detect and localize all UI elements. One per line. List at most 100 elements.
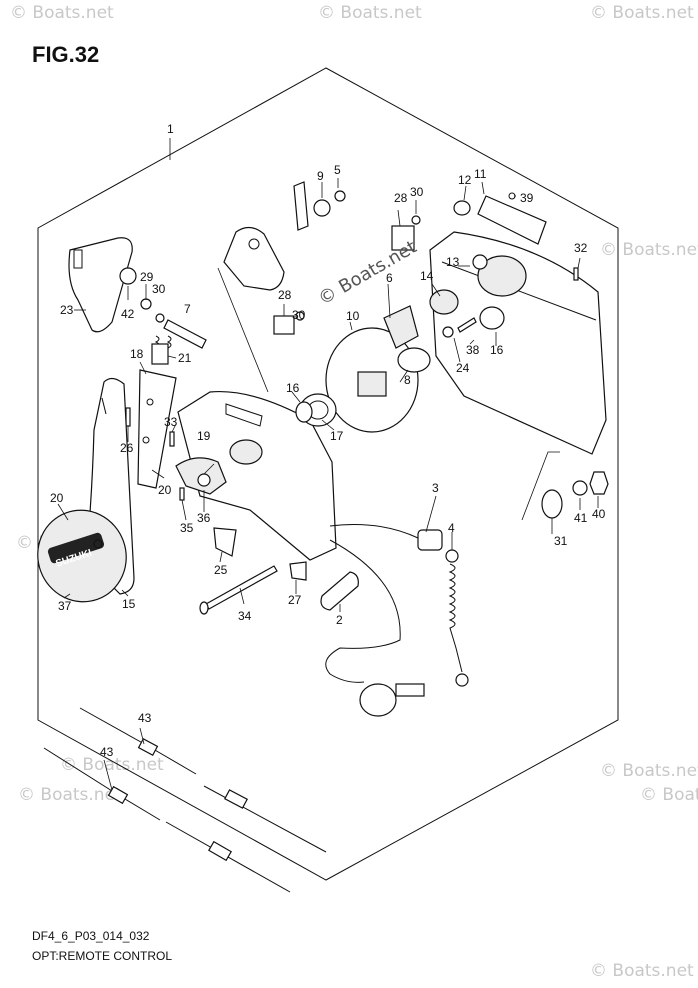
mount-parts-group <box>541 471 609 519</box>
clip-30-left <box>155 313 165 323</box>
callout-34: 34 <box>238 609 252 623</box>
callout-19: 19 <box>197 429 211 443</box>
cam-plate-boss <box>197 473 211 487</box>
washer-29 <box>140 298 152 310</box>
seal-16-left <box>295 401 313 423</box>
lever-detail <box>101 397 107 415</box>
callout-23: 23 <box>60 303 74 317</box>
trim-switch-11 <box>477 195 547 245</box>
shift-pin-9 <box>293 181 309 231</box>
callout-8: 8 <box>404 373 411 387</box>
callout-11: 11 <box>474 167 487 181</box>
bushing-9 <box>313 199 331 217</box>
bracket-28-right <box>391 225 415 251</box>
harness-group <box>325 524 469 717</box>
screw-32 <box>573 267 579 281</box>
control-housing <box>177 390 337 561</box>
housing-slot <box>225 403 263 427</box>
stop-switch-clip-4 <box>445 549 459 563</box>
lock-plate-hole-1 <box>146 398 154 406</box>
leader-38 <box>469 339 475 345</box>
harness-wire-lower <box>325 539 401 683</box>
callout-16-left: 16 <box>286 381 300 395</box>
screw-38 <box>457 317 477 333</box>
callout-41: 41 <box>574 511 588 525</box>
handle-grip <box>68 237 133 333</box>
neutral-lock-lever <box>223 226 285 291</box>
leader-link-lever <box>217 267 269 393</box>
callout-32: 32 <box>574 241 588 255</box>
cushion-31 <box>541 489 563 519</box>
control-housing-group <box>169 390 359 615</box>
leader-26 <box>219 551 223 563</box>
watermark-top-right: © Boats.net <box>590 3 694 23</box>
watermark-low-right: © Boats.net <box>600 761 698 781</box>
callout-13: 13 <box>446 255 460 269</box>
callout-43-upper: 43 <box>138 711 152 725</box>
watermark-low-right-2: © Boats.net <box>640 785 698 805</box>
leader-28-right <box>397 209 401 227</box>
cable-43-upper-b <box>203 785 327 853</box>
cable-43-lower-sleeve <box>107 785 129 805</box>
watermark-top-left: © Boats.net <box>10 3 114 23</box>
throttle-cam-hub <box>357 371 387 397</box>
leader-21 <box>151 469 165 479</box>
callout-1: 1 <box>167 122 174 136</box>
pin-7 <box>163 319 207 349</box>
remote-cables <box>43 707 327 893</box>
nut-40 <box>589 471 609 495</box>
leader-15 <box>121 589 129 597</box>
washer-41 <box>572 480 588 496</box>
callout-4: 4 <box>448 521 455 535</box>
clip-30-right <box>411 215 421 225</box>
callout-29: 29 <box>140 270 154 284</box>
callout-37: 37 <box>58 599 72 613</box>
callout-30-left: 30 <box>152 282 166 296</box>
leader-37 <box>63 593 71 599</box>
leader-10 <box>349 321 353 331</box>
callout-35: 35 <box>180 521 194 535</box>
callout-42: 42 <box>121 307 135 321</box>
seal-16-right <box>479 306 505 330</box>
callout-33: 33 <box>164 415 178 429</box>
leader-35 <box>181 499 187 521</box>
callout-6: 6 <box>386 271 393 285</box>
leader-34 <box>239 587 245 605</box>
washer-42 <box>119 267 137 285</box>
callout-14: 14 <box>420 269 434 283</box>
lock-plate-21 <box>137 369 177 489</box>
leader-19 <box>203 463 215 475</box>
leader-43-upper <box>139 727 145 745</box>
neutral-lock-hole <box>248 238 260 250</box>
neutral-lever-group <box>223 181 421 335</box>
housing-bore <box>229 439 263 465</box>
ring-8 <box>397 347 431 373</box>
callout-20: 20 <box>50 491 64 505</box>
callout-7: 7 <box>184 302 191 316</box>
cable-43-upper-end <box>224 789 248 809</box>
watermark-low-left: © Boats.net <box>60 755 164 775</box>
cable-43-lower-end <box>208 840 232 862</box>
screw-33 <box>169 431 175 447</box>
leader-16-left <box>291 391 301 403</box>
callout-10: 10 <box>346 309 360 323</box>
callout-17: 17 <box>330 429 344 443</box>
leader-lines <box>57 138 599 791</box>
callout-28-mid: 28 <box>278 288 292 302</box>
callout-3: 3 <box>432 481 439 495</box>
clip-30-mid <box>295 311 305 321</box>
suzuki-badge <box>47 532 105 564</box>
leader-18 <box>139 361 147 375</box>
cable-43-upper-sleeve <box>137 738 159 756</box>
callout-2: 2 <box>336 613 343 627</box>
lock-plate-hole-2 <box>142 436 150 444</box>
harness-connector <box>359 683 397 717</box>
hub-cover-hole <box>93 539 103 549</box>
watermark-top-center: © Boats.net <box>318 3 422 23</box>
watermark-bottom-right: © Boats.net <box>590 961 694 981</box>
harness-wire-upper <box>329 524 419 539</box>
leader-11 <box>481 181 485 195</box>
screw-35 <box>179 487 185 501</box>
callout-9: 9 <box>317 169 324 183</box>
harness-plug <box>395 683 425 697</box>
